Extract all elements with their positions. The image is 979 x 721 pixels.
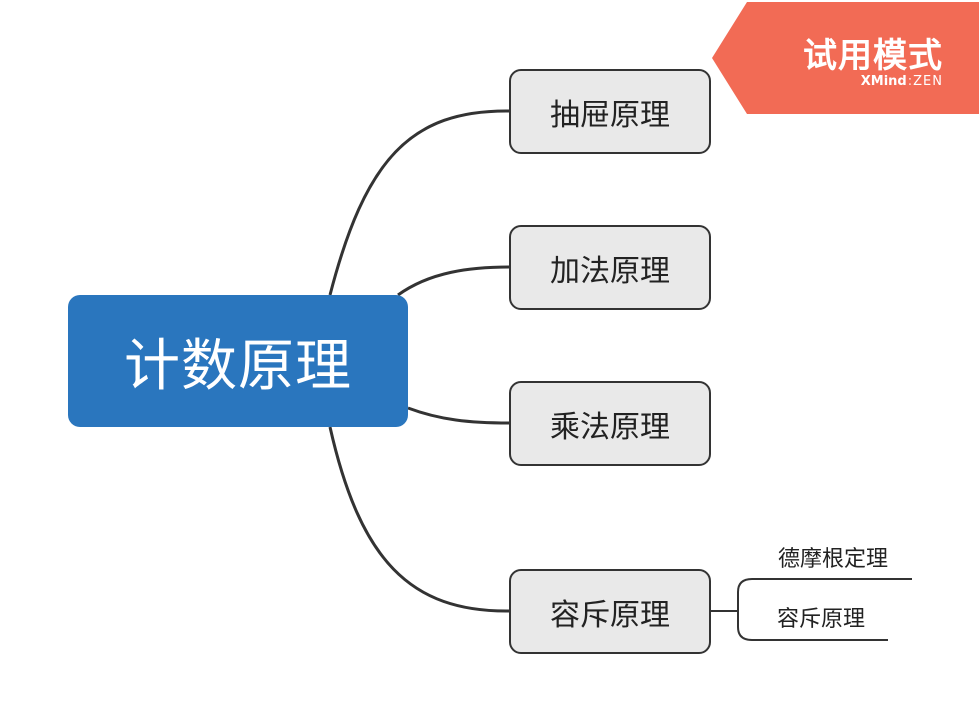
topic-label: 加法原理 — [550, 253, 670, 289]
topic-label: 容斥原理 — [550, 597, 670, 633]
topic-label: 乘法原理 — [550, 409, 670, 445]
connector-subtopic-1 — [737, 578, 912, 611]
subtopic-label: 容斥原理 — [777, 607, 866, 632]
connector-root-topic-4 — [328, 426, 510, 613]
root-topic[interactable]: 计数原理 — [68, 295, 408, 427]
topic-label: 抽屉原理 — [550, 97, 670, 133]
topic-addition[interactable]: 加法原理 — [509, 225, 711, 310]
badge-brand: XMind:ZEN — [861, 74, 943, 89]
brand-name: XMind — [860, 74, 907, 89]
brand-separator: : — [907, 74, 913, 89]
subtopic-de-morgan[interactable]: 德摩根定理 — [778, 541, 888, 573]
subtopic-inclusion-exclusion[interactable]: 容斥原理 — [777, 601, 865, 633]
brand-edition: ZEN — [913, 74, 943, 89]
topic-multiplication[interactable]: 乘法原理 — [509, 381, 711, 466]
badge-shape — [712, 2, 979, 114]
badge-title: 试用模式 — [803, 36, 943, 76]
topic-inclusion-exclusion[interactable]: 容斥原理 — [509, 569, 711, 654]
topic-pigeonhole[interactable]: 抽屉原理 — [509, 69, 711, 154]
connector-root-topic-1 — [328, 109, 510, 296]
trial-mode-badge[interactable]: 试用模式 XMind:ZEN — [712, 2, 979, 114]
root-topic-label: 计数原理 — [124, 333, 352, 399]
connector-root-topic-2 — [397, 265, 510, 297]
connector-root-topic-3 — [407, 406, 510, 425]
connector-subtopic-2 — [737, 611, 888, 641]
subtopic-label: 德摩根定理 — [778, 547, 889, 572]
